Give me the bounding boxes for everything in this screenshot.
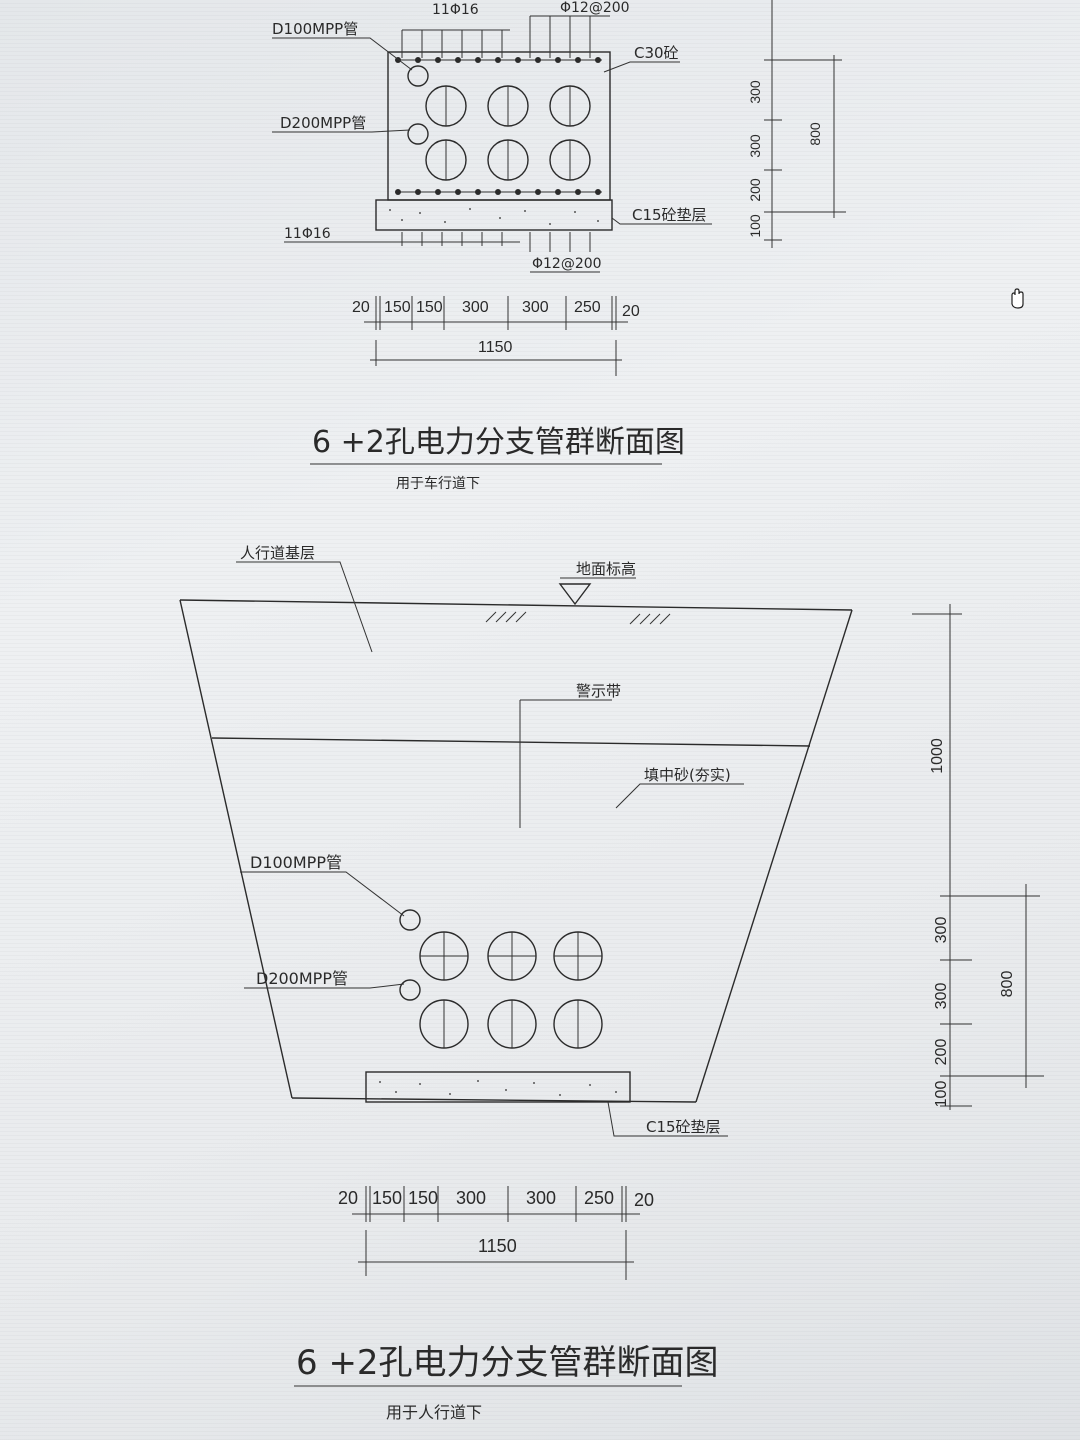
label-concrete: C30砼 (634, 44, 679, 62)
cushion-layer-bottom (365, 1071, 631, 1103)
dim-v1-bottom: 300 (933, 917, 950, 944)
dim-h1-bottom: 20 (338, 1188, 358, 1208)
d200-pipes-bottom (419, 931, 603, 1049)
dim-v4: 100 (747, 214, 763, 238)
dim-h-total: 1150 (478, 339, 513, 356)
dim-v2-bottom: 300 (933, 983, 950, 1010)
dim-v4-bottom: 100 (933, 1081, 950, 1108)
label-warning-tape: 警示带 (576, 682, 621, 700)
label-cushion-bottom: C15砼垫层 (646, 1118, 721, 1136)
dim-h6-bottom: 250 (584, 1188, 614, 1208)
d100-pipe (399, 979, 421, 1001)
d100-pipe (399, 909, 421, 931)
dim-h7-bottom: 20 (634, 1190, 654, 1210)
horizontal-dimension-top (364, 296, 628, 376)
dim-h3-bottom: 150 (408, 1188, 438, 1208)
cushion-layer (375, 199, 613, 231)
vertical-dimension-top (764, 0, 846, 248)
dim-v3-bottom: 200 (933, 1039, 950, 1066)
drawing-title-bottom: 6 +2孔电力分支管群断面图 (296, 1343, 719, 1383)
cushion-speckle (389, 208, 599, 225)
horizontal-dimension-bottom (352, 1186, 640, 1280)
vertical-dimension-bottom (912, 604, 1044, 1110)
dim-depth: 1000 (929, 738, 946, 774)
d100-pipe (407, 65, 429, 87)
top-section-drawing: D100MPP管 D200MPP管 11Φ16 Φ12@200 C30砼 C15… (272, 0, 846, 492)
dim-h2-bottom: 150 (372, 1188, 402, 1208)
dim-h4-bottom: 300 (456, 1188, 486, 1208)
d200-pipes (425, 85, 591, 181)
dim-h2: 150 (384, 299, 411, 316)
label-d100: D100MPP管 (272, 20, 358, 38)
label-d200-bottom: D200MPP管 (256, 969, 348, 988)
dim-v-total: 800 (807, 122, 823, 146)
trench-right-wall (695, 609, 853, 1103)
dim-v3: 200 (747, 178, 763, 202)
dim-h1: 20 (352, 299, 370, 316)
dim-v1: 300 (747, 80, 763, 104)
dim-v2: 300 (747, 134, 763, 158)
drawing-title-top: 6 +2孔电力分支管群断面图 (312, 425, 685, 460)
dim-h5-bottom: 300 (526, 1188, 556, 1208)
label-cushion: C15砼垫层 (632, 206, 707, 224)
label-stirrup-top: Φ12@200 (560, 0, 630, 16)
dim-h7: 20 (622, 303, 640, 320)
d100-pipe (407, 123, 429, 145)
dim-h5: 300 (522, 299, 549, 316)
dim-h-total-bottom: 1150 (478, 1236, 517, 1256)
dim-h4: 300 (462, 299, 489, 316)
label-d100-bottom: D100MPP管 (250, 853, 342, 872)
dim-h6: 250 (574, 299, 601, 316)
label-sidewalk-base: 人行道基层 (240, 544, 315, 562)
sand-layer-top (211, 737, 811, 747)
label-d200: D200MPP管 (280, 114, 366, 132)
drawing-subtitle-top: 用于车行道下 (396, 475, 480, 492)
label-rebar-bottom: 11Φ16 (284, 226, 331, 242)
dim-h3: 150 (416, 299, 443, 316)
trench-left-wall (179, 599, 293, 1099)
label-sand-fill: 填中砂(夯实) (644, 766, 731, 784)
elevation-marker (558, 583, 592, 606)
dim-v-total-bottom: 800 (999, 971, 1016, 998)
ground-line (179, 599, 853, 611)
label-rebar-top: 11Φ16 (432, 2, 479, 18)
label-stirrup-bottom: Φ12@200 (532, 256, 602, 272)
bottom-section-drawing: 人行道基层 地面标高 警示带 填中砂(夯实) D100MPP管 D200MPP管… (179, 544, 1044, 1422)
label-ground-elevation: 地面标高 (576, 560, 636, 578)
rebar-dots-top (395, 57, 601, 195)
hand-cursor-icon (1011, 288, 1024, 309)
drawing-subtitle-bottom: 用于人行道下 (386, 1403, 482, 1422)
